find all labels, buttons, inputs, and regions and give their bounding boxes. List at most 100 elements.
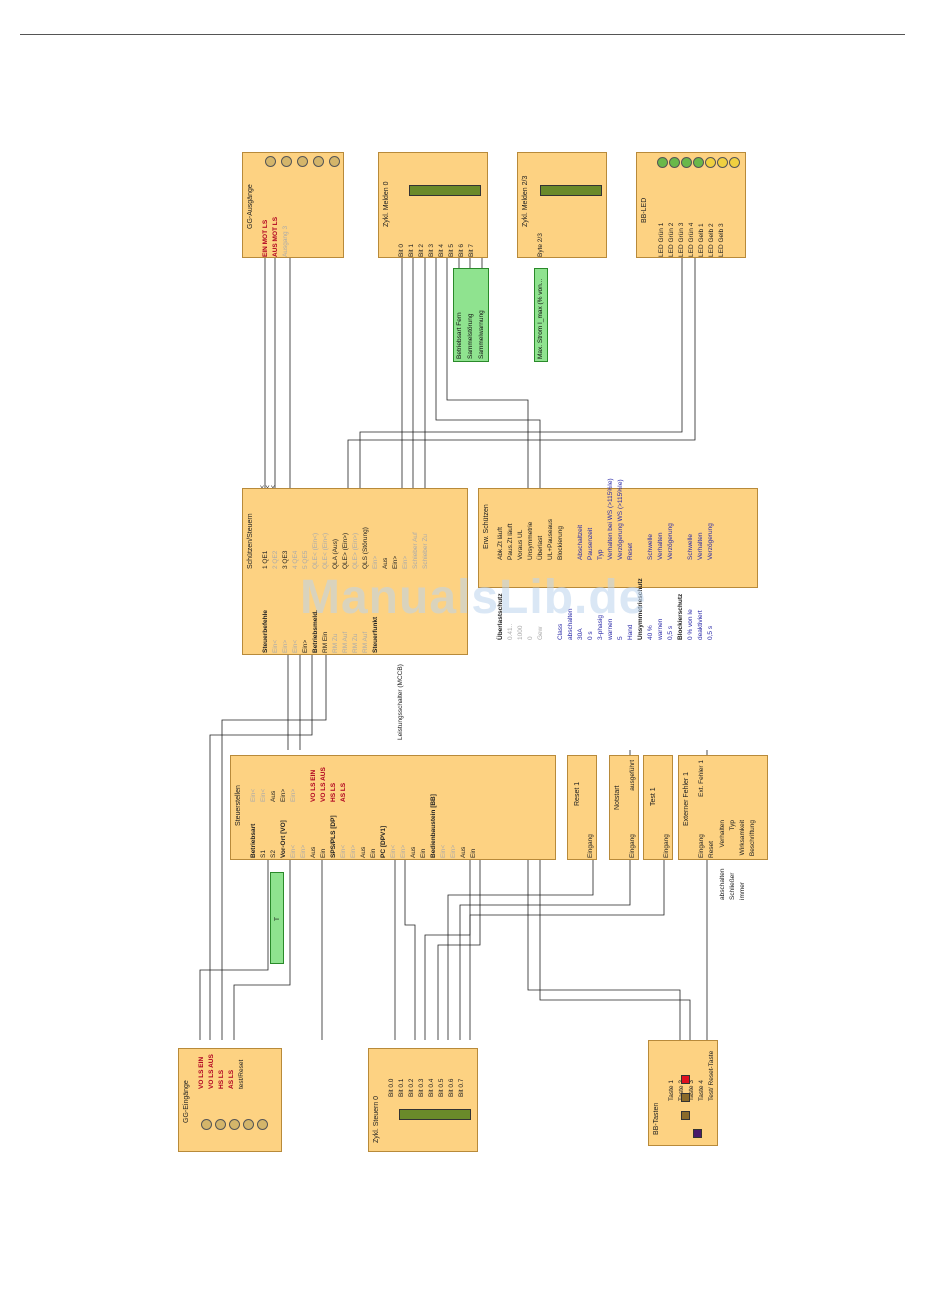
schuetzen-steuern-block[interactable]: Schützen/Steuern Steuerbefehle Ein< Ein>…: [242, 488, 468, 655]
row: Verhalten: [657, 532, 664, 560]
row: Ein: [470, 848, 477, 858]
row: 2 QE2: [272, 550, 279, 569]
bit-leds: [409, 185, 481, 196]
row: HS LS: [330, 782, 337, 802]
row: Ein>: [282, 639, 289, 653]
row: Bit 7: [468, 243, 475, 257]
row: Schieber Auf: [412, 532, 419, 569]
row: Bit 0.2: [408, 1078, 415, 1097]
row: S1: [260, 850, 267, 858]
melden23-green-label: Max. Strom I_max (% von...: [534, 268, 548, 362]
row: Bit 2: [418, 243, 425, 257]
row: VO LS EIN: [198, 1056, 205, 1089]
gg-ausgaenge-title: GG-Ausgänge: [247, 184, 254, 229]
row: Reset: [707, 760, 717, 858]
zykl-steuern0-title: Zykl. Steuern 0: [373, 1095, 380, 1143]
row: Ein: [370, 848, 377, 858]
row: Bit 0.7: [458, 1078, 465, 1097]
row: Bedienbaustein [BB]: [430, 794, 437, 858]
yellow-led-icon: [729, 157, 740, 168]
row: Ein>: [392, 555, 399, 569]
row: Typ: [597, 549, 604, 560]
row: Ein<: [340, 844, 347, 858]
row: LED Grün 4: [688, 222, 695, 257]
green-label: Sammelstörung: [467, 313, 474, 359]
row: Bit 1: [408, 243, 415, 257]
row: Ein<: [440, 844, 447, 858]
row: [636, 480, 646, 560]
steuerstellen-block[interactable]: Steuerstellen Betriebsart S1 S2 Vor-Ort …: [230, 755, 556, 860]
bb-led-block[interactable]: BB-LED LED Grün 1 LED Grün 2 LED Grün 3 …: [636, 152, 746, 258]
gg-eingaenge-title: GG-Eingänge: [183, 1080, 190, 1123]
row: LED Grün 1: [658, 222, 665, 257]
zykl-melden23-title: Zykl. Melden 2/3: [522, 175, 529, 227]
row: LED Gelb 1: [698, 223, 705, 257]
gg-eingaenge-block[interactable]: GG-Eingänge VO LS EIN VO LS AUS HS LS AS…: [178, 1048, 282, 1152]
row: Schwelle: [647, 533, 654, 560]
reset1-block[interactable]: Reset 1 Eingang: [567, 755, 597, 860]
erw-schuetzen-block[interactable]: Erw. Schützen: [478, 488, 758, 588]
cell: Verhalten: [719, 820, 726, 848]
row: Aus: [382, 557, 389, 569]
cell: immer: [739, 881, 746, 900]
timer-block: T: [270, 872, 284, 964]
green-led-icon: [681, 157, 692, 168]
row: Ein>: [300, 844, 307, 858]
zykl-steuern0-block[interactable]: Zykl. Steuern 0 Bit 0.0 Bit 0.1 Bit 0.2 …: [368, 1048, 478, 1152]
watermark: ManualsLib.de: [300, 571, 647, 624]
row: Ein>: [372, 555, 379, 569]
cell: Beschriftung: [749, 820, 756, 857]
test1-title: Test 1: [650, 787, 657, 806]
zykl-melden23-block[interactable]: Zykl. Melden 2/3 Byte 2/3: [517, 152, 607, 258]
test1-block[interactable]: Test 1 Eingang: [643, 755, 673, 860]
row: Ein: [420, 848, 427, 858]
reset1-title: Reset 1: [574, 781, 581, 806]
key-brown-icon: [681, 1111, 690, 1120]
bb-tasten-block[interactable]: BB-Tasten Taste 1 Taste 2 Taste 3 Taste …: [648, 1040, 718, 1146]
bb-tasten-title: BB-Tasten: [653, 1102, 660, 1135]
row: Unsymmetrie: [527, 521, 534, 560]
row: 4 QE4: [292, 550, 299, 569]
row: UL+Pauseaus: [547, 518, 554, 560]
relay-symbols: [263, 155, 343, 169]
row: Ein<: [272, 639, 279, 653]
cell: Typ: [729, 820, 736, 831]
row: Bit 0.4: [428, 1078, 435, 1097]
yellow-led-icon: [717, 157, 728, 168]
input-symbols: [201, 1119, 281, 1133]
row: Bit 3: [428, 243, 435, 257]
green-led-icon: [669, 157, 680, 168]
cell: Eingang: [698, 834, 705, 858]
row: test/Reset: [238, 1059, 245, 1089]
row: Taste 4: [698, 1080, 705, 1101]
row: Ein>: [290, 788, 297, 802]
led-lamps: [657, 157, 743, 171]
row: Verzögerung WS (>115%Ie): [617, 479, 624, 560]
row: LED Grün 2: [668, 222, 675, 257]
row: [676, 480, 686, 560]
row: [566, 480, 576, 560]
zykl-melden0-block[interactable]: Zykl. Melden 0 Bit 0 Bit 1 Bit 2 Bit 3 B…: [378, 152, 488, 258]
row: QLE> (Ein>): [342, 532, 349, 569]
row: HS LS: [218, 1069, 225, 1089]
row: Bit 0.0: [388, 1078, 395, 1097]
row: Bit 0.6: [448, 1078, 455, 1097]
row: Ein<: [390, 844, 397, 858]
row: PC [DPV1]: [380, 825, 387, 858]
row: Steuerbefehle: [262, 610, 269, 653]
row: Blockierung: [557, 526, 564, 560]
row: Ein: [320, 848, 327, 858]
row: Test/ Reset-Taste: [708, 1050, 715, 1101]
row: VO LS EIN: [310, 769, 317, 802]
row: SPS/PLS [DP]: [330, 815, 337, 858]
cell: Eingang: [629, 834, 636, 858]
row: AS LS: [340, 782, 347, 802]
green-label: Max. Strom I_max (% von...: [537, 278, 544, 359]
gg-ausgaenge-block[interactable]: GG-Ausgänge EIN MOT LS AUS MOT LS Ausgan…: [242, 152, 344, 258]
key-purple-icon: [693, 1129, 702, 1138]
row: Schwelle: [687, 533, 694, 560]
notstart-block[interactable]: Notstart Eingang ausgeführt: [609, 755, 639, 860]
